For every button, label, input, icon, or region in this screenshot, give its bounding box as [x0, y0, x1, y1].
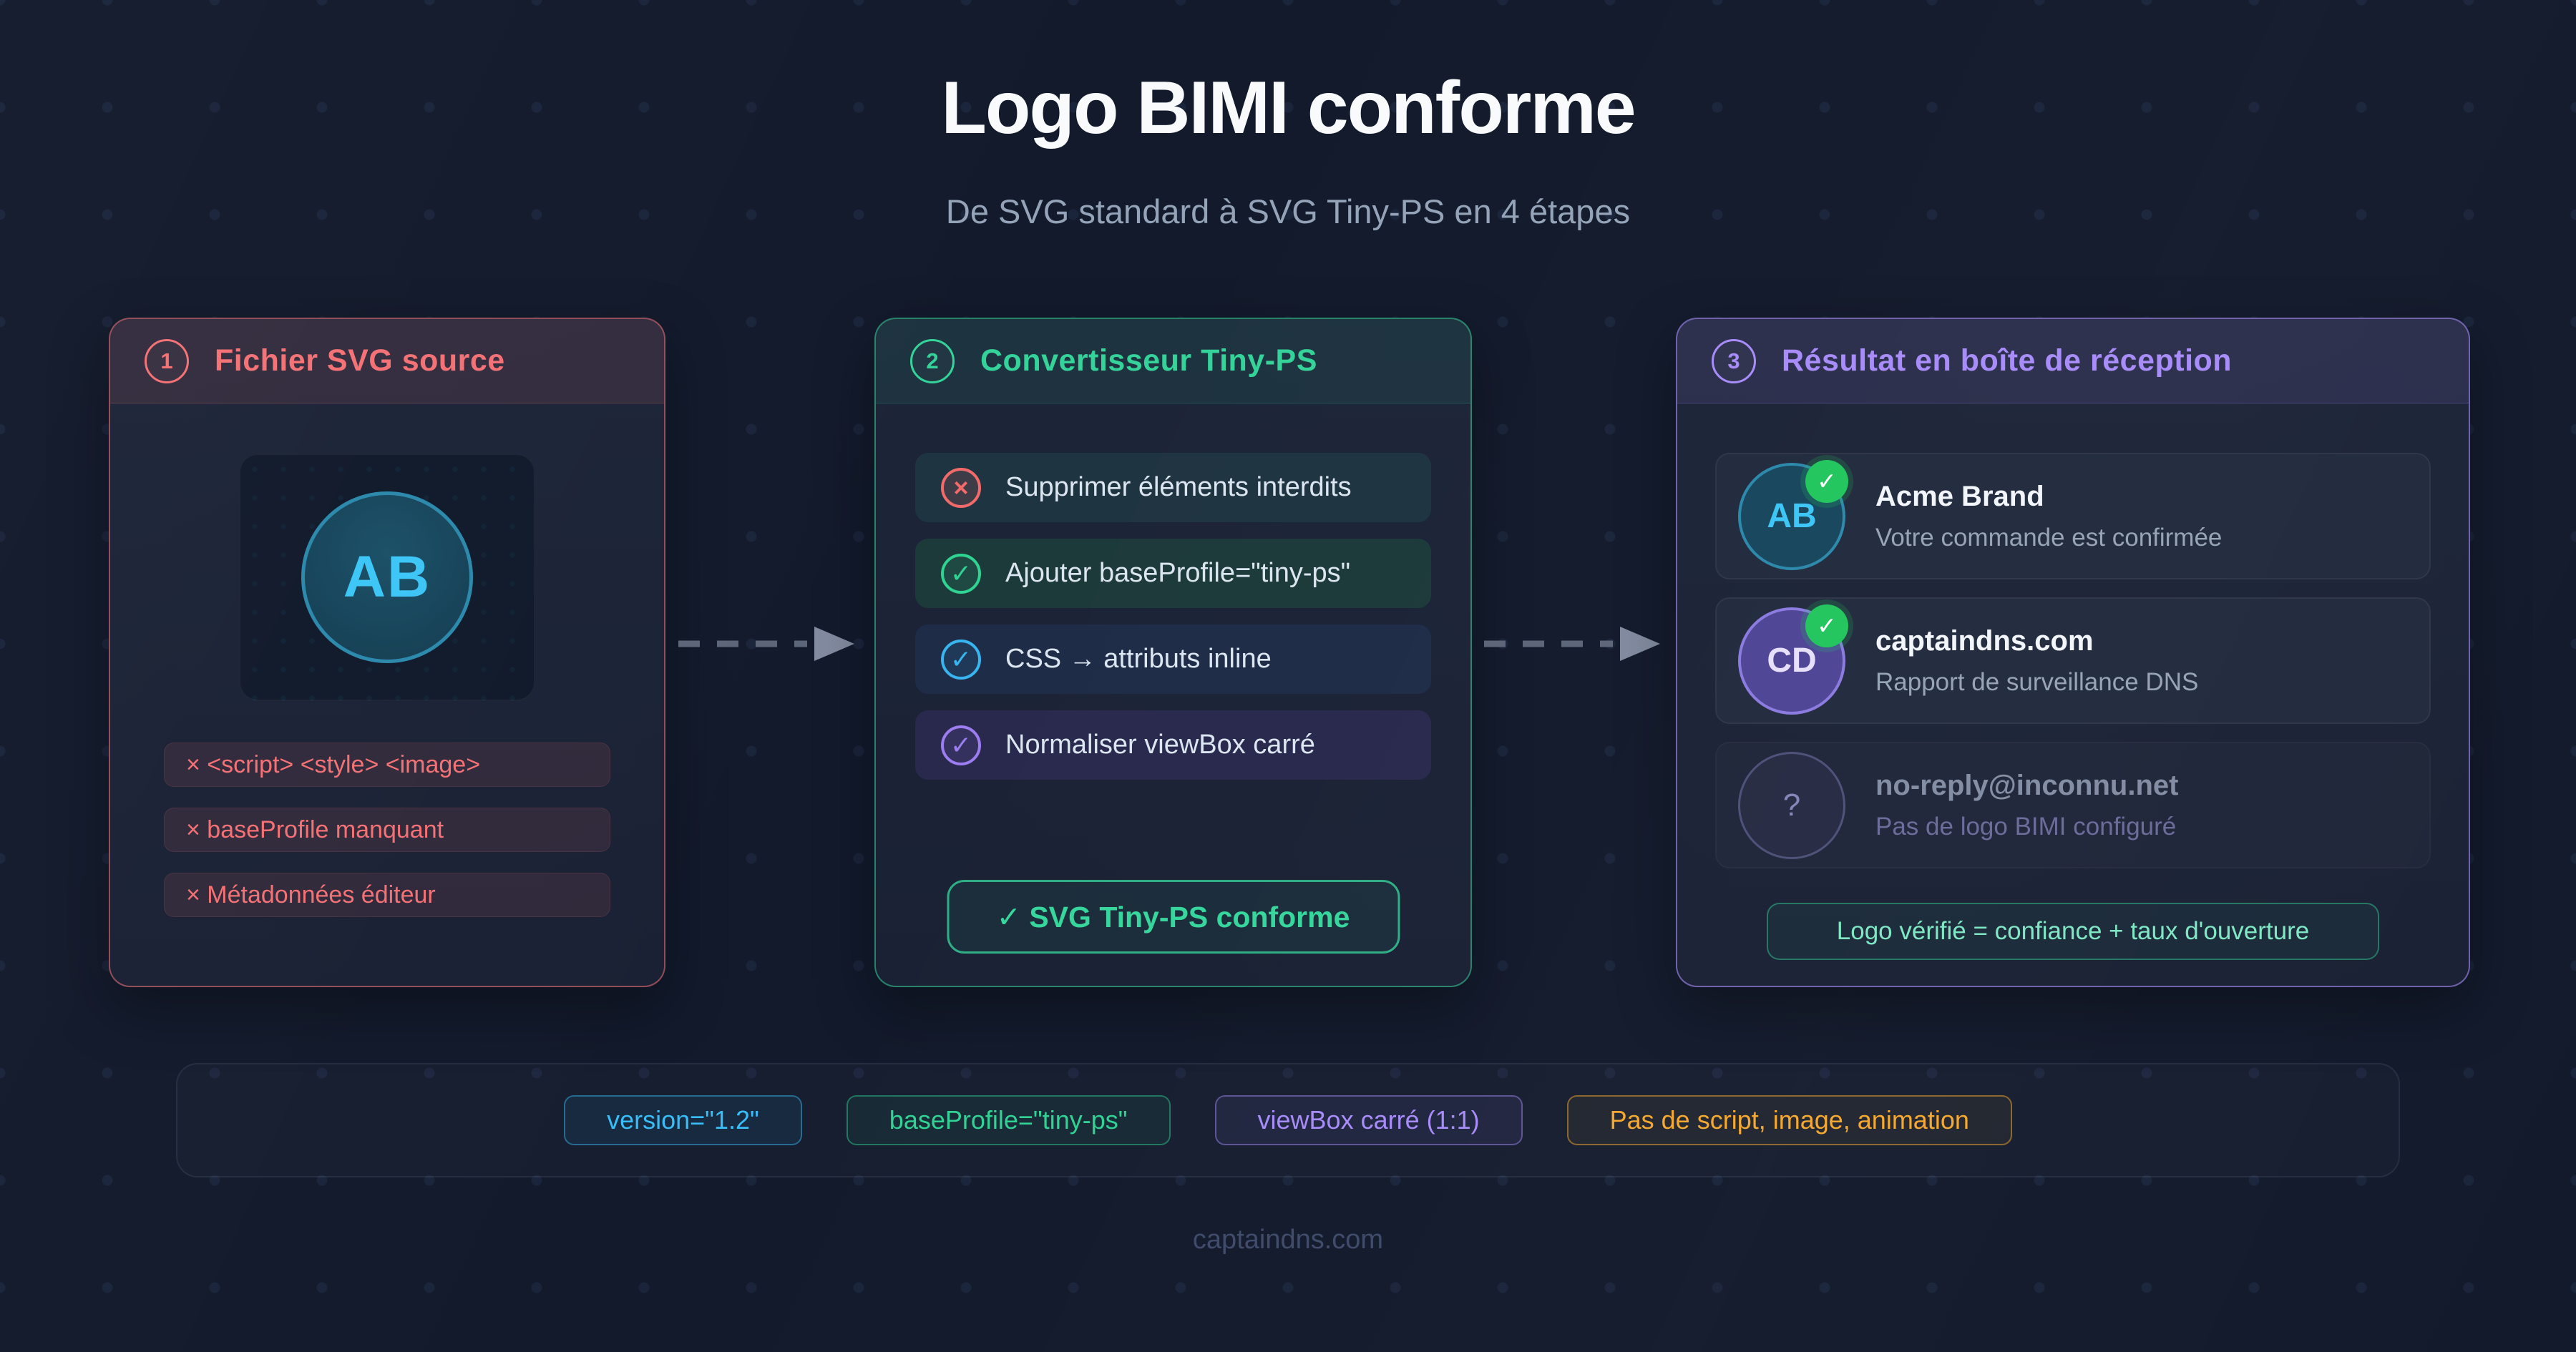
- check-circle-icon: ✓: [941, 725, 981, 765]
- card-inbox-title: Résultat en boîte de réception: [1782, 343, 2233, 378]
- card-svg-source-title: Fichier SVG source: [215, 343, 505, 378]
- requirement-version: version="1.2": [564, 1095, 802, 1145]
- email-row-acme: AB ✓ Acme Brand Votre commande est confi…: [1715, 453, 2431, 579]
- page-title: Logo BIMI conforme: [941, 67, 1636, 150]
- card-converter-header: 2 Convertisseur Tiny-PS: [876, 319, 1470, 403]
- card-inbox-header: 3 Résultat en boîte de réception: [1677, 319, 2469, 403]
- tinyps-conforme-badge: ✓ SVG Tiny-PS conforme: [947, 880, 1400, 954]
- email-subject: Pas de logo BIMI configuré: [1875, 812, 2177, 841]
- error-item-metadata: × Métadonnées éditeur: [164, 873, 610, 917]
- check-circle-icon: ✓: [941, 553, 981, 594]
- question-mark-icon: ?: [1782, 787, 1801, 823]
- verified-check-icon: ✓: [1805, 604, 1848, 647]
- inbox-list: AB ✓ Acme Brand Votre commande est confi…: [1715, 453, 2431, 868]
- card-converter-title: Convertisseur Tiny-PS: [980, 343, 1317, 378]
- requirements-bar: version="1.2" baseProfile="tiny-ps" view…: [176, 1063, 2400, 1177]
- step-add-baseprofile: ✓ Ajouter baseProfile="tiny-ps": [915, 539, 1431, 608]
- avatar-initials: CD: [1767, 642, 1817, 680]
- card-inbox-result: 3 Résultat en boîte de réception AB ✓ Ac…: [1676, 318, 2470, 987]
- site-footer: captaindns.com: [1192, 1225, 1384, 1255]
- step-label: CSS → attributs inline: [1005, 644, 1272, 674]
- step-css-inline: ✓ CSS → attributs inline: [915, 624, 1431, 694]
- step-1-number: 1: [145, 338, 189, 383]
- requirement-viewbox: viewBox carré (1:1): [1214, 1095, 1523, 1145]
- email-text: Acme Brand Votre commande est confirmée: [1875, 481, 2222, 552]
- step-normalize-viewbox: ✓ Normaliser viewBox carré: [915, 710, 1431, 780]
- ab-logo: AB: [301, 491, 473, 663]
- email-sender: captaindns.com: [1875, 624, 2094, 657]
- flow-arrow-icon: [678, 627, 854, 661]
- error-item-baseprofile: × baseProfile manquant: [164, 808, 610, 852]
- avatar-unknown: ?: [1738, 751, 1845, 859]
- step-label: Ajouter baseProfile="tiny-ps": [1005, 558, 1351, 588]
- requirement-baseprofile: baseProfile="tiny-ps": [846, 1095, 1171, 1145]
- email-subject: Rapport de surveillance DNS: [1875, 667, 2199, 696]
- step-3-number: 3: [1712, 338, 1756, 383]
- step-label: Normaliser viewBox carré: [1005, 730, 1315, 760]
- step-2-number: 2: [910, 338, 955, 383]
- verified-logo-note: Logo vérifié = confiance + taux d'ouvert…: [1767, 903, 2379, 960]
- step-label: Supprimer éléments interdits: [1005, 472, 1352, 502]
- cross-circle-icon: ×: [941, 467, 981, 508]
- error-list: × <script> <style> <image> × baseProfile…: [164, 743, 610, 917]
- email-subject: Votre commande est confirmée: [1875, 523, 2223, 552]
- email-row-unknown: ? no-reply@inconnu.net Pas de logo BIMI …: [1715, 742, 2431, 868]
- email-sender: Acme Brand: [1875, 480, 2044, 512]
- avatar-initials: AB: [1767, 497, 1817, 535]
- flow-arrow-icon: [1484, 627, 1660, 661]
- page-subtitle: De SVG standard à SVG Tiny-PS en 4 étape…: [945, 192, 1631, 230]
- error-item-script-style-image: × <script> <style> <image>: [164, 743, 610, 787]
- step-remove-forbidden: × Supprimer éléments interdits: [915, 453, 1431, 522]
- conversion-steps: × Supprimer éléments interdits ✓ Ajouter…: [915, 453, 1431, 780]
- email-row-captaindns: CD ✓ captaindns.com Rapport de surveilla…: [1715, 597, 2431, 724]
- avatar-cd: CD ✓: [1738, 604, 1848, 715]
- card-converter: 2 Convertisseur Tiny-PS × Supprimer élém…: [874, 318, 1472, 987]
- requirement-no-script: Pas de script, image, animation: [1566, 1095, 2012, 1145]
- card-svg-source-header: 1 Fichier SVG source: [110, 319, 664, 403]
- check-circle-icon: ✓: [941, 639, 981, 680]
- email-text: captaindns.com Rapport de surveillance D…: [1875, 625, 2198, 697]
- email-sender: no-reply@inconnu.net: [1875, 769, 2179, 801]
- verified-check-icon: ✓: [1805, 459, 1848, 503]
- email-text: no-reply@inconnu.net Pas de logo BIMI co…: [1875, 770, 2178, 841]
- card-svg-source: 1 Fichier SVG source AB × <script> <styl…: [109, 318, 665, 987]
- svg-preview-tile: AB: [239, 454, 535, 701]
- avatar-ab: AB ✓: [1738, 459, 1848, 570]
